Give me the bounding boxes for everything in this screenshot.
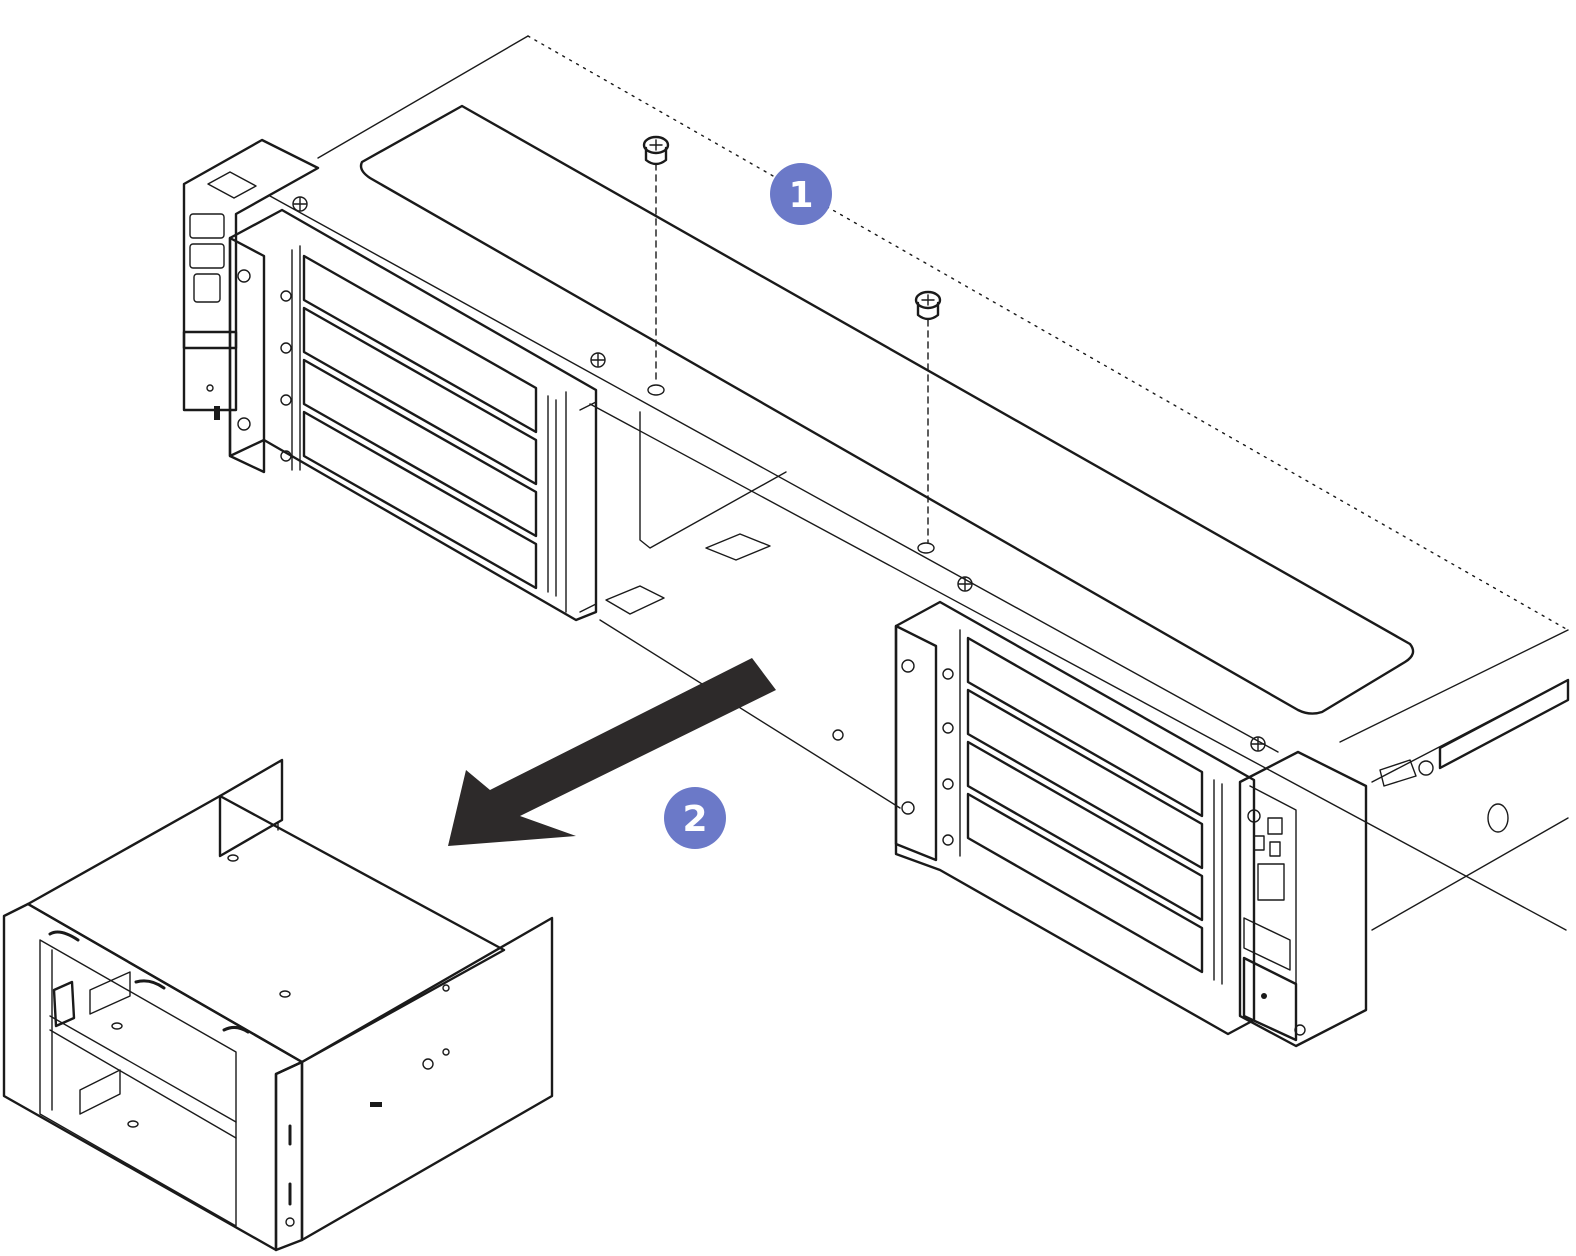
step-1-badge <box>770 163 832 225</box>
step-2-callout: 2 <box>664 787 726 849</box>
riser-cage-icon <box>228 208 598 622</box>
removal-arrow-icon <box>448 658 776 846</box>
rear-io-panel <box>1238 750 1368 1048</box>
slot-fillers <box>302 254 538 590</box>
step-1-label: 1 <box>788 175 813 216</box>
server-chassis-icon <box>269 35 1570 931</box>
step-1-callout: 1 <box>770 163 832 225</box>
step-2-label: 2 <box>682 799 707 840</box>
slot-fillers <box>966 636 1204 974</box>
riser-cage-icon <box>894 600 1256 1036</box>
drive-cage-icon <box>2 758 554 1252</box>
front-io-panel <box>182 138 320 420</box>
screw-icon <box>642 135 670 385</box>
step-2-badge <box>664 787 726 849</box>
screw-icon <box>914 290 942 543</box>
